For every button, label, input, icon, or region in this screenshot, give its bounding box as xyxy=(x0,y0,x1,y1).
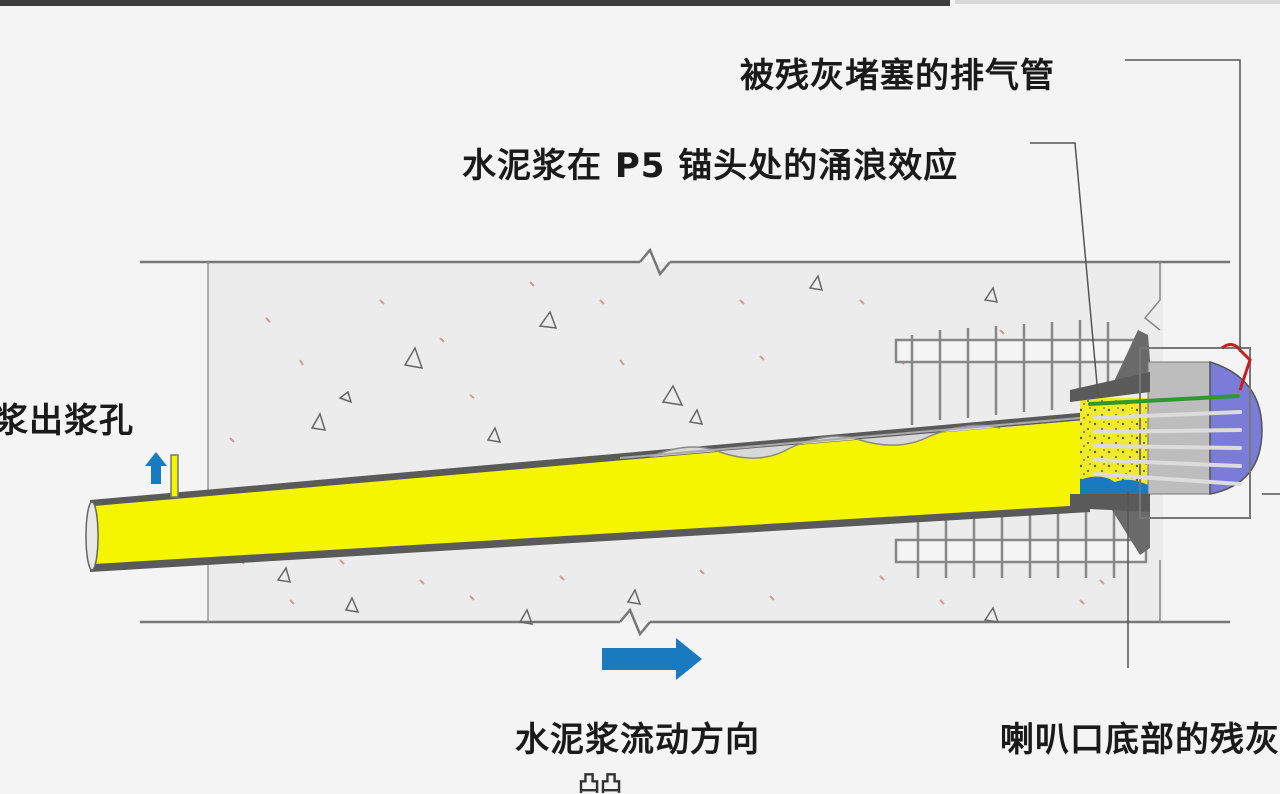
trumpet-residue-label: 喇叭口底部的残灰 xyxy=(1000,720,1280,760)
surge-effect-label: 水泥浆在 P5 锚头处的涌浪效应 xyxy=(462,146,959,186)
tendon-duct xyxy=(85,412,1090,572)
vent-pipe-label: 被残灰堵塞的排气管 xyxy=(740,56,1055,96)
spiral-reinforcement xyxy=(894,320,1148,578)
up-arrow-icon xyxy=(145,452,167,484)
aggregate-marks xyxy=(276,274,1000,625)
top-bar-right xyxy=(955,0,1280,4)
right-arrow-icon xyxy=(602,638,702,680)
prestressing-strands xyxy=(1088,394,1242,486)
bottom-fragment-text: 凸凸 xyxy=(578,772,623,794)
flow-direction-label: 水泥浆流动方向 xyxy=(515,720,760,760)
grout-outlet-tube xyxy=(170,454,179,498)
leader-lines xyxy=(1030,59,1280,668)
top-bar xyxy=(0,0,950,6)
grout-outlet-label: 浆出浆孔 xyxy=(0,401,134,441)
anchor-head xyxy=(1070,330,1263,555)
